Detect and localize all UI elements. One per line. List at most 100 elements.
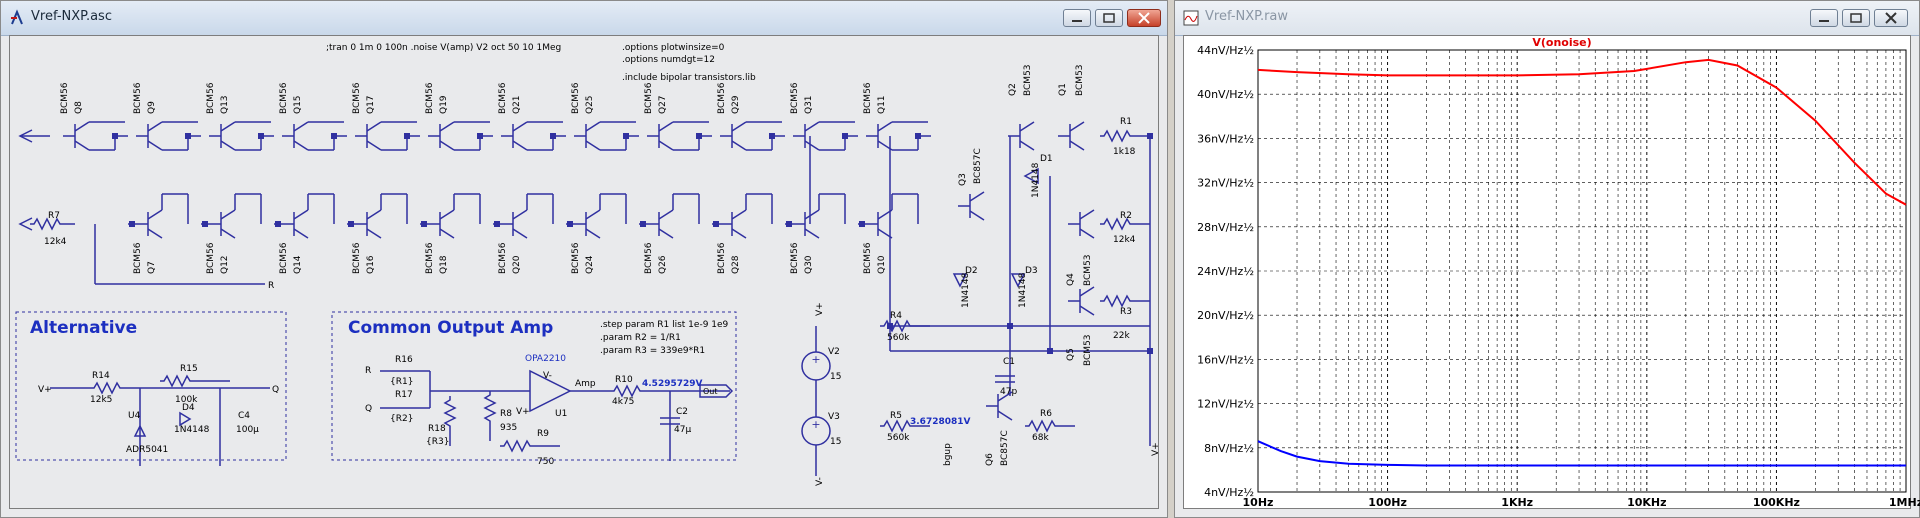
series-line-0: [1257, 58, 1907, 206]
plot-close-button[interactable]: [1874, 9, 1908, 27]
transistor-model-label: BCM56: [644, 82, 654, 114]
plot-maximize-button[interactable]: [1842, 9, 1870, 27]
y-tick-label: 4nV/Hz½: [1204, 486, 1254, 499]
component-label-r1v: 1k18: [1113, 147, 1136, 157]
r-net-label: R: [268, 281, 274, 291]
component-label-q2m: BCM53: [1023, 64, 1033, 96]
top-q3-collector: [293, 121, 309, 132]
transistor-model-label: BCM56: [425, 242, 435, 274]
minimize-button[interactable]: [1063, 9, 1091, 27]
transistor-model-label: BCM56: [644, 242, 654, 274]
q3-emitter: [969, 210, 985, 221]
junction: [550, 133, 556, 139]
amp-label-r17v: {R2}: [390, 414, 413, 424]
r7-resistor: [30, 217, 75, 231]
y-tick-label: 12nV/Hz½: [1197, 398, 1254, 411]
directive-include: .include bipolar transistors.lib: [622, 73, 756, 83]
amp-label-r10: R10: [615, 375, 633, 385]
transistor-model-label: BCM56: [133, 82, 143, 114]
amp-heading: Common Output Amp: [348, 318, 553, 338]
component-label-d3: D3: [1025, 266, 1038, 276]
junction: [275, 221, 281, 227]
r1-resistor: [1100, 129, 1150, 143]
amp-label-r_in: R: [365, 366, 371, 376]
q4-emitter: [1079, 228, 1095, 239]
x-tick-label: 10KHz: [1627, 496, 1666, 509]
transistor-model-label: BCM56: [133, 242, 143, 274]
transistor-ref-label: Q21: [512, 95, 522, 114]
amp-label-r9v: 750: [537, 457, 554, 467]
transistor-ref-label: Q16: [366, 255, 376, 274]
y-tick-label: 8nV/Hz½: [1204, 442, 1254, 455]
alt-label-vin: V+: [38, 385, 52, 395]
transistor-ref-label: Q7: [147, 261, 157, 274]
maximize-button[interactable]: [1095, 9, 1123, 27]
top-q5-emitter: [439, 140, 455, 151]
bot-q9-emitter: [804, 228, 820, 239]
junction: [915, 133, 921, 139]
amp-output-voltage-readout: 4.5295729V: [642, 379, 703, 389]
alt-label-d4m: 1N4148: [174, 425, 210, 435]
component-label-q4: Q4: [1066, 273, 1076, 286]
transistor-ref-label: Q28: [731, 255, 741, 274]
plot-window-title: Vref-NXP.raw: [1205, 9, 1289, 24]
bot-q8-emitter: [731, 228, 747, 239]
top-q6-emitter: [512, 140, 528, 151]
transistor-ref-label: Q19: [439, 95, 449, 114]
q4-collector: [1079, 209, 1095, 220]
alt-label-r15: R15: [180, 364, 198, 374]
r9-resistor: [500, 439, 560, 453]
top-q1-emitter: [147, 140, 163, 151]
junction: [769, 133, 775, 139]
amp-label-r9: R9: [537, 429, 549, 439]
minimize-icon: [1072, 20, 1082, 22]
plot-titlebar[interactable]: Vref-NXP.raw: [1175, 1, 1919, 36]
top-q9-emitter: [731, 140, 747, 151]
junction: [404, 133, 410, 139]
plot-minimize-button[interactable]: [1810, 9, 1838, 27]
top-q3-emitter: [293, 140, 309, 151]
series-line-1: [1257, 440, 1906, 467]
top-q2-emitter: [220, 140, 236, 151]
junction: [421, 221, 427, 227]
component-label-r6: R6: [1040, 409, 1052, 419]
component-label-c1: C1: [1003, 357, 1015, 367]
amp-label-amp_net: Amp: [575, 379, 596, 389]
q5-emitter: [1079, 305, 1095, 316]
r3-resistor: [1100, 294, 1150, 308]
close-button[interactable]: [1127, 9, 1161, 27]
bot-q3-collector: [366, 209, 382, 220]
transistor-ref-label: Q30: [804, 255, 814, 274]
plot-frame: [1257, 49, 1907, 493]
transistor-ref-label: Q12: [220, 255, 230, 274]
junction: [1007, 323, 1013, 329]
transistor-ref-label: Q8: [74, 101, 84, 114]
junction: [842, 133, 848, 139]
junction: [567, 221, 573, 227]
junction: [1147, 348, 1153, 354]
y-tick-label: 44nV/Hz½: [1197, 44, 1254, 57]
component-label-r4v: 560k: [887, 333, 910, 343]
bot-q6-collector: [585, 209, 601, 220]
r5-resistor: [880, 419, 930, 433]
junction: [331, 133, 337, 139]
bot-q8-collector: [731, 209, 747, 220]
alt-label-u4: U4: [128, 411, 141, 421]
r7-label: R7: [48, 211, 60, 221]
close-icon: [1885, 12, 1897, 24]
component-label-v2: V2: [828, 347, 840, 357]
bot-q2-emitter: [293, 228, 309, 239]
bot-q3-emitter: [366, 228, 382, 239]
noise-plot[interactable]: V(onoise) 4nV/Hz½8nV/Hz½12nV/Hz½16nV/Hz½…: [1184, 36, 1920, 510]
y-tick-label: 24nV/Hz½: [1197, 265, 1254, 278]
top-q7-collector: [585, 121, 601, 132]
bot-q4-emitter: [439, 228, 455, 239]
schematic-titlebar[interactable]: Vref-NXP.asc: [1, 1, 1167, 36]
component-label-d3m: 1N4148: [1018, 272, 1028, 308]
transistor-model-label: BCM56: [498, 242, 508, 274]
y-tick-label: 28nV/Hz½: [1197, 221, 1254, 234]
transistor-ref-label: Q24: [585, 255, 595, 274]
